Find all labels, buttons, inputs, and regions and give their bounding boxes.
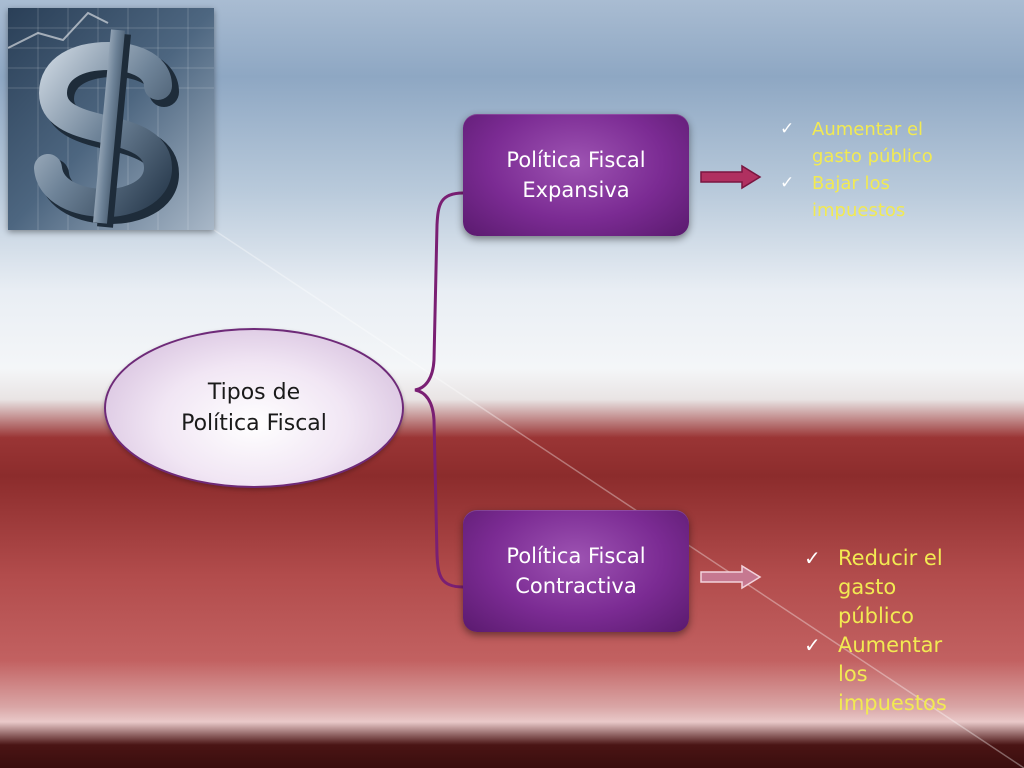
checkmark-icon: ✓ [804, 633, 821, 657]
checkmark-icon: ✓ [804, 546, 821, 570]
right-arrow-icon [700, 164, 762, 190]
checkmark-icon: ✓ [780, 119, 795, 139]
list-item: ✓ Aumentar el gasto público [780, 116, 942, 170]
branch-box-contractiva: Política Fiscal Contractiva [463, 510, 689, 632]
dollar-sign-3d-icon [8, 8, 214, 230]
root-node-label: Tipos de Política Fiscal [181, 380, 327, 436]
list-item: ✓ Reducir el gasto público [804, 546, 943, 628]
checkmark-icon: ✓ [780, 173, 795, 193]
branch-label-expansiva: Política Fiscal Expansiva [506, 148, 646, 202]
root-node-ellipse: Tipos de Política Fiscal [104, 328, 404, 488]
list-item: ✓ Bajar los impuestos [780, 170, 942, 224]
branch-label-contractiva: Política Fiscal Contractiva [506, 544, 646, 598]
expansiva-items-list: ✓ Aumentar el gasto público ✓ Bajar los … [780, 116, 942, 224]
contractiva-items-list: ✓ Reducir el gasto público ✓ Aumentar lo… [804, 544, 978, 718]
right-arrow-icon [700, 564, 762, 590]
branch-box-expansiva: Política Fiscal Expansiva [463, 114, 689, 236]
list-item: ✓ Aumentar los impuestos [804, 633, 947, 715]
